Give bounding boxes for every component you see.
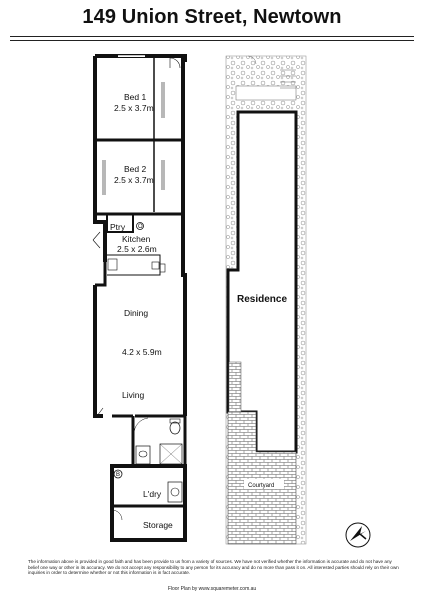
wall-outer-left-upper — [93, 56, 107, 250]
room-name-living: Living — [122, 390, 144, 400]
room-size-living: 4.2 x 5.9m — [122, 347, 162, 357]
floorplan-credit: Floor Plan by www.squaremeter.com.au — [167, 586, 257, 592]
pantry-fixture-label: O — [138, 224, 143, 230]
courtyard-paving — [227, 411, 297, 545]
room-name-kitchen: Kitchen — [122, 234, 151, 244]
room-name-bed-1: Bed 1 — [124, 92, 146, 102]
disclaimer-text: The information above is provided in goo… — [28, 559, 399, 576]
room-size-kitchen: 2.5 x 2.6m — [117, 244, 157, 254]
courtyard-label: Courtyard — [248, 483, 274, 489]
pantry-walls — [106, 214, 134, 233]
laundry-fixture — [113, 469, 123, 479]
room-name-pantry: Ptry — [110, 222, 126, 232]
title-rule-bottom — [10, 40, 414, 41]
room-size-bed-2: 2.5 x 3.7m — [114, 175, 154, 185]
north-arrow-icon — [345, 522, 371, 548]
floor-plan — [92, 54, 187, 542]
room-name-dining: Dining — [124, 308, 148, 318]
room-name-storage: Storage — [143, 520, 173, 530]
wall-bath-bottom — [131, 416, 185, 468]
wall-step — [95, 262, 107, 287]
residence-label: Residence — [237, 294, 287, 305]
wall-outer-left-mid — [93, 250, 107, 418]
page-title: 149 Union Street, Newtown — [82, 6, 342, 28]
laundry-fixture-label: B — [116, 472, 120, 478]
pantry-fixture — [136, 222, 144, 230]
site-plan — [225, 55, 307, 545]
wall-outer-top-right — [95, 54, 187, 250]
room-size-bed-1: 2.5 x 3.7m — [114, 103, 154, 113]
wall-bath — [135, 414, 187, 466]
room-name-bed-2: Bed 2 — [124, 164, 146, 174]
wall-outer-right-mid — [181, 250, 187, 416]
room-name-laundry: L'dry — [143, 489, 162, 499]
title-rule-top — [10, 36, 414, 37]
floor-plan-drawing: Bed 1 2.5 x 3.7m Bed 2 2.5 x 3.7m Ptry O… — [92, 54, 371, 548]
